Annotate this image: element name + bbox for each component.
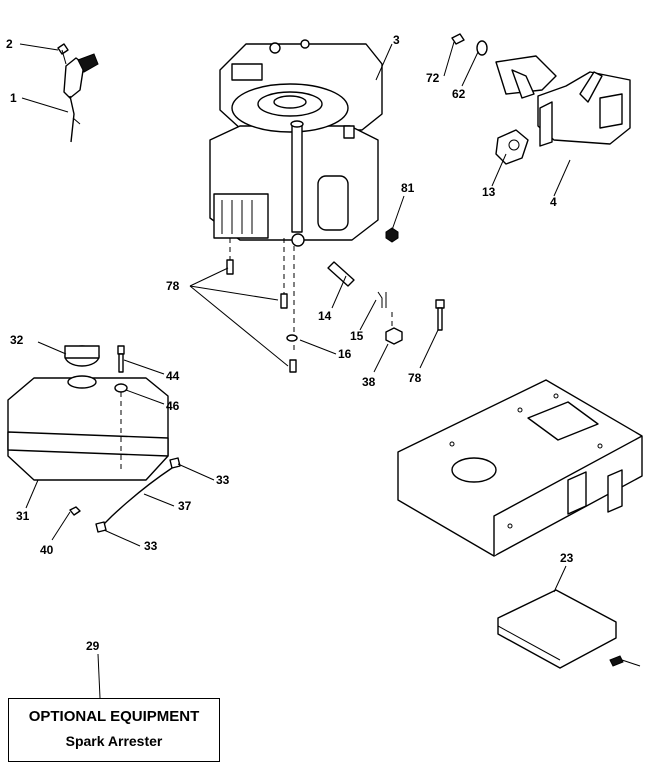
leader-lines (19, 41, 571, 699)
callout-78-bolt: 78 (408, 371, 422, 385)
heat-shield (497, 589, 641, 669)
optional-equipment-subtitle: Spark Arrester (65, 733, 163, 749)
callouts: 2 1 3 72 62 13 4 81 78 14 15 16 38 78 32… (6, 33, 574, 653)
callout-33-lower: 33 (144, 539, 158, 553)
optional-equipment-title: OPTIONAL EQUIPMENT (28, 708, 200, 725)
engine (209, 39, 383, 352)
callout-16: 16 (338, 347, 352, 361)
muffler-assembly (451, 33, 631, 165)
callout-13: 13 (482, 185, 496, 199)
engine-fasteners (226, 227, 445, 373)
callout-3: 3 (393, 33, 400, 47)
callout-4: 4 (550, 195, 557, 209)
optional-equipment-box: OPTIONAL EQUIPMENT Spark Arrester (8, 698, 220, 762)
callout-78-engine: 78 (166, 279, 180, 293)
chassis-plate (397, 379, 643, 557)
fuel-tank-assembly (7, 345, 181, 533)
callout-81: 81 (401, 181, 415, 195)
callout-46: 46 (166, 399, 180, 413)
callout-29: 29 (86, 639, 100, 653)
throttle-control (57, 43, 99, 143)
callout-37: 37 (178, 499, 192, 513)
callout-72: 72 (426, 71, 440, 85)
callout-62: 62 (452, 87, 466, 101)
callout-40: 40 (40, 543, 54, 557)
callout-38: 38 (362, 375, 376, 389)
callout-31: 31 (16, 509, 30, 523)
callout-15: 15 (350, 329, 364, 343)
callout-33-upper: 33 (216, 473, 230, 487)
callout-1: 1 (10, 91, 17, 105)
callout-2: 2 (6, 37, 13, 51)
callout-23: 23 (560, 551, 574, 565)
callout-44: 44 (166, 369, 180, 383)
callout-14: 14 (318, 309, 332, 323)
callout-32: 32 (10, 333, 24, 347)
